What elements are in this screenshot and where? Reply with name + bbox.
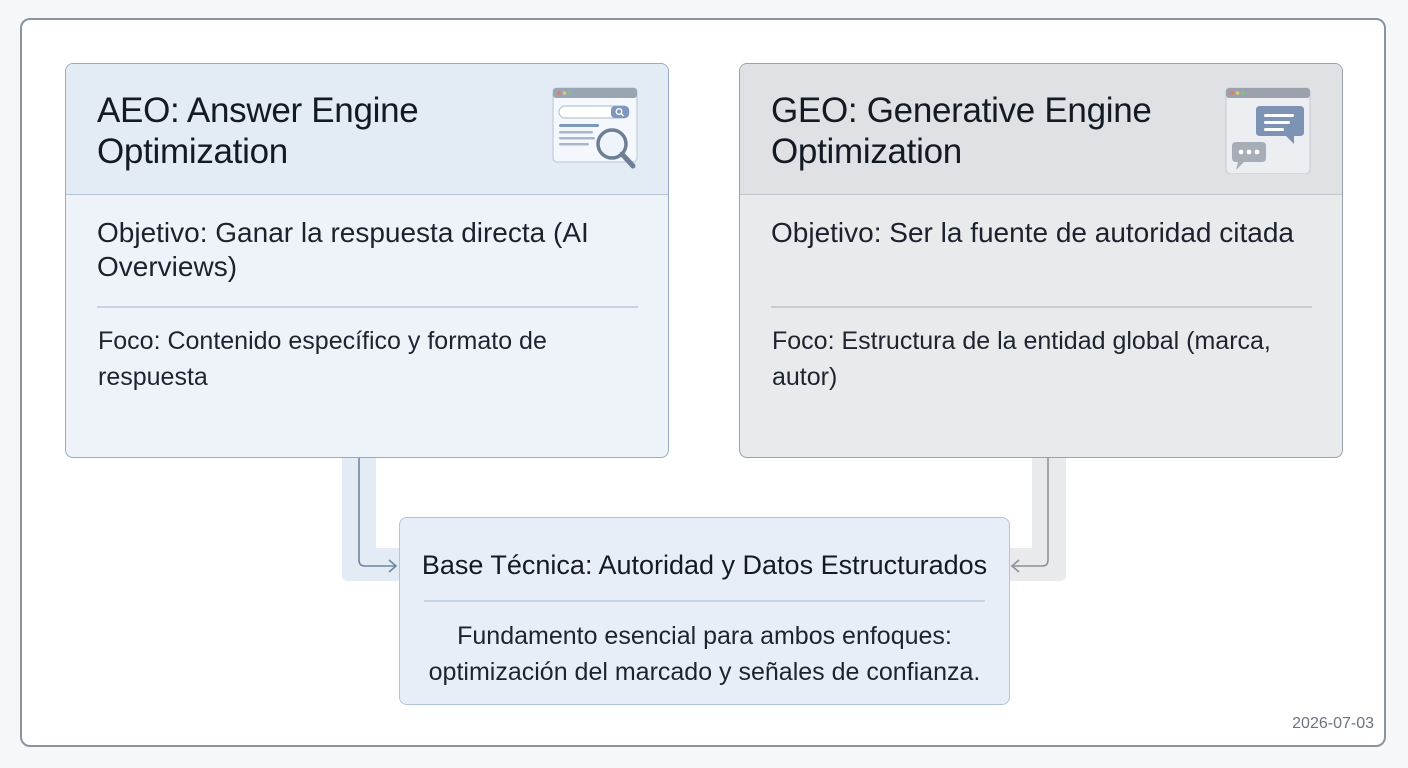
chat-bubbles-icon <box>1225 87 1311 174</box>
base-divider <box>424 600 985 602</box>
geo-card-title: GEO: Generative Engine Optimization <box>771 91 1152 171</box>
geo-focus: Foco: Estructura de la entidad global (m… <box>772 327 1271 391</box>
base-card-description: Fundamento esencial para ambos enfoques:… <box>428 622 981 686</box>
aeo-objective: Objetivo: Ganar la respuesta directa (AI… <box>97 217 589 282</box>
geo-card-header: GEO: Generative Engine Optimization <box>740 64 1342 195</box>
search-results-icon <box>552 87 638 169</box>
base-card: Base Técnica: Autoridad y Datos Estructu… <box>399 517 1010 705</box>
aeo-card-title: AEO: Answer Engine Optimization <box>97 91 419 171</box>
aeo-divider <box>97 306 638 308</box>
date-stamp: 2026-07-03 <box>1292 715 1374 732</box>
aeo-card: AEO: Answer Engine Optimization Objetivo… <box>65 63 669 458</box>
aeo-card-header: AEO: Answer Engine Optimization <box>66 64 668 195</box>
aeo-focus: Foco: Contenido específico y formato de … <box>98 327 547 391</box>
geo-objective: Objetivo: Ser la fuente de autoridad cit… <box>771 217 1295 248</box>
base-card-title: Base Técnica: Autoridad y Datos Estructu… <box>421 550 988 580</box>
geo-divider <box>771 306 1312 308</box>
geo-card: GEO: Generative Engine Optimization Obje… <box>739 63 1343 458</box>
